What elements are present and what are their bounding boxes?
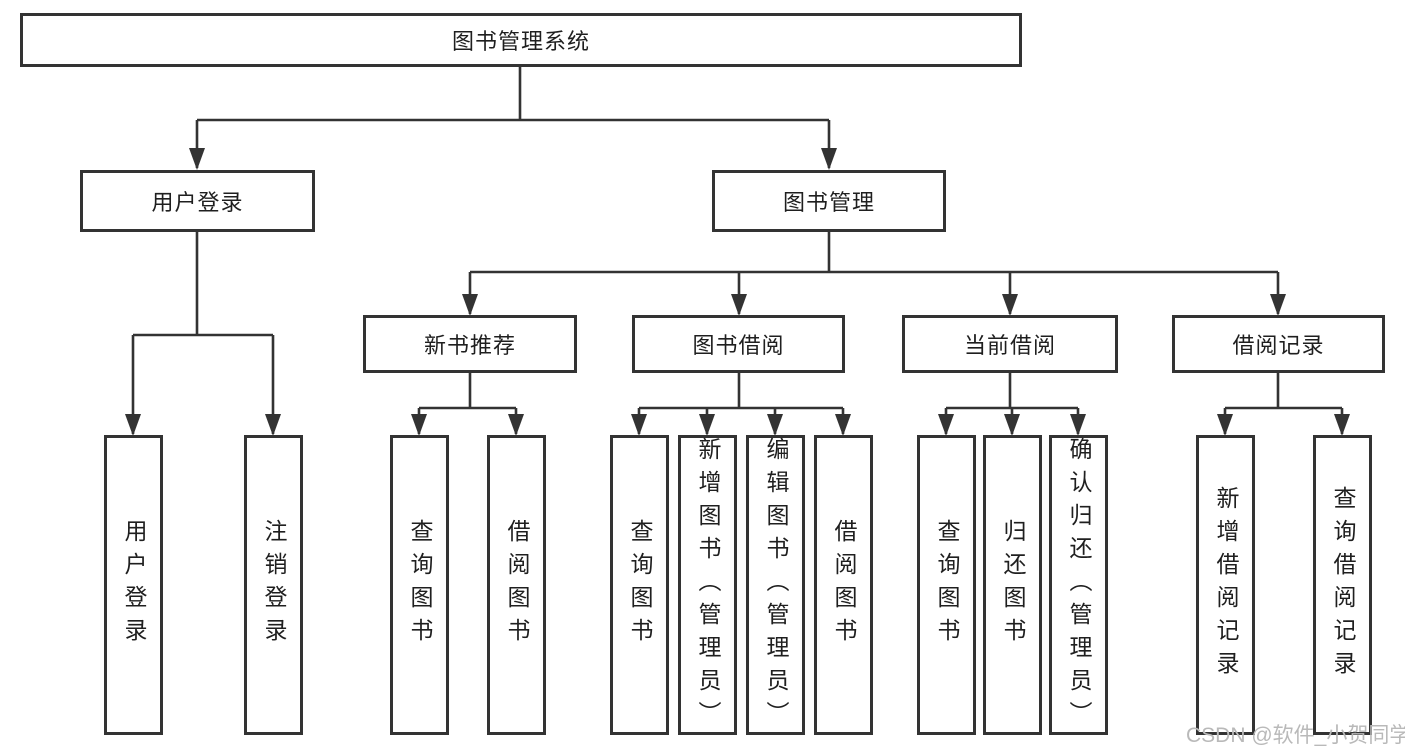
connector-current-borrowing-to-leaves (938, 373, 1086, 436)
leaf-query-borrow-record-label: 查询借阅记录 (1330, 486, 1356, 684)
leaf-edit-books-admin: 编辑图书（管理员） (746, 435, 805, 735)
leaf-query-borrow-record: 查询借阅记录 (1313, 435, 1372, 735)
connector-root-to-branches (189, 67, 837, 170)
leaf-borrow-books-recommend: 借阅图书 (487, 435, 546, 735)
leaf-query-books-borrowing: 查询图书 (610, 435, 669, 735)
connector-user-login-to-leaves (125, 232, 281, 436)
csdn-watermark: CSDN @软件_小贺同学 (1186, 724, 1405, 747)
leaf-edit-books-admin-label: 编辑图书（管理员） (763, 436, 789, 734)
leaf-add-borrow-record-label: 新增借阅记录 (1213, 486, 1239, 684)
leaf-borrow-books-borrowing-label: 借阅图书 (831, 519, 857, 651)
leaf-add-books-admin: 新增图书（管理员） (678, 435, 737, 735)
connector-book-management-to-sections (462, 232, 1286, 316)
node-user-login-branch: 用户登录 (80, 170, 315, 232)
connector-borrowing-records-to-leaves (1217, 373, 1350, 436)
leaf-add-books-admin-label: 新增图书（管理员） (695, 436, 721, 734)
node-root-label: 图书管理系统 (451, 29, 590, 54)
node-book-management-branch: 图书管理 (712, 170, 946, 232)
node-book-borrowing-label: 图书借阅 (692, 333, 785, 358)
leaf-confirm-return-admin: 确认归还（管理员） (1049, 435, 1108, 735)
leaf-query-books-recommend: 查询图书 (390, 435, 449, 735)
leaf-query-books-current-label: 查询图书 (934, 519, 960, 651)
leaf-user-login-label: 用户登录 (121, 519, 147, 651)
node-book-borrowing: 图书借阅 (632, 315, 845, 373)
connector-book-borrowing-to-leaves (631, 373, 851, 436)
leaf-borrow-books-recommend-label: 借阅图书 (504, 519, 530, 651)
node-new-book-recommend-label: 新书推荐 (423, 333, 516, 358)
leaf-query-books-current: 查询图书 (917, 435, 976, 735)
node-current-borrowing-label: 当前借阅 (963, 333, 1056, 358)
node-borrowing-records: 借阅记录 (1172, 315, 1385, 373)
leaf-query-books-borrowing-label: 查询图书 (627, 519, 653, 651)
leaf-return-books: 归还图书 (983, 435, 1042, 735)
leaf-borrow-books-borrowing: 借阅图书 (814, 435, 873, 735)
leaf-logout-label: 注销登录 (261, 519, 287, 651)
node-new-book-recommend: 新书推荐 (363, 315, 577, 373)
node-user-login-branch-label: 用户登录 (151, 190, 244, 215)
node-root-library-system: 图书管理系统 (20, 13, 1022, 67)
node-borrowing-records-label: 借阅记录 (1232, 333, 1325, 358)
leaf-query-books-recommend-label: 查询图书 (407, 519, 433, 651)
leaf-logout: 注销登录 (244, 435, 303, 735)
connector-new-book-recommend-to-leaves (411, 373, 524, 436)
node-current-borrowing: 当前借阅 (902, 315, 1118, 373)
leaf-return-books-label: 归还图书 (1000, 519, 1026, 651)
leaf-confirm-return-admin-label: 确认归还（管理员） (1066, 436, 1092, 734)
node-book-management-branch-label: 图书管理 (782, 190, 875, 215)
leaf-add-borrow-record: 新增借阅记录 (1196, 435, 1255, 735)
leaf-user-login: 用户登录 (104, 435, 163, 735)
